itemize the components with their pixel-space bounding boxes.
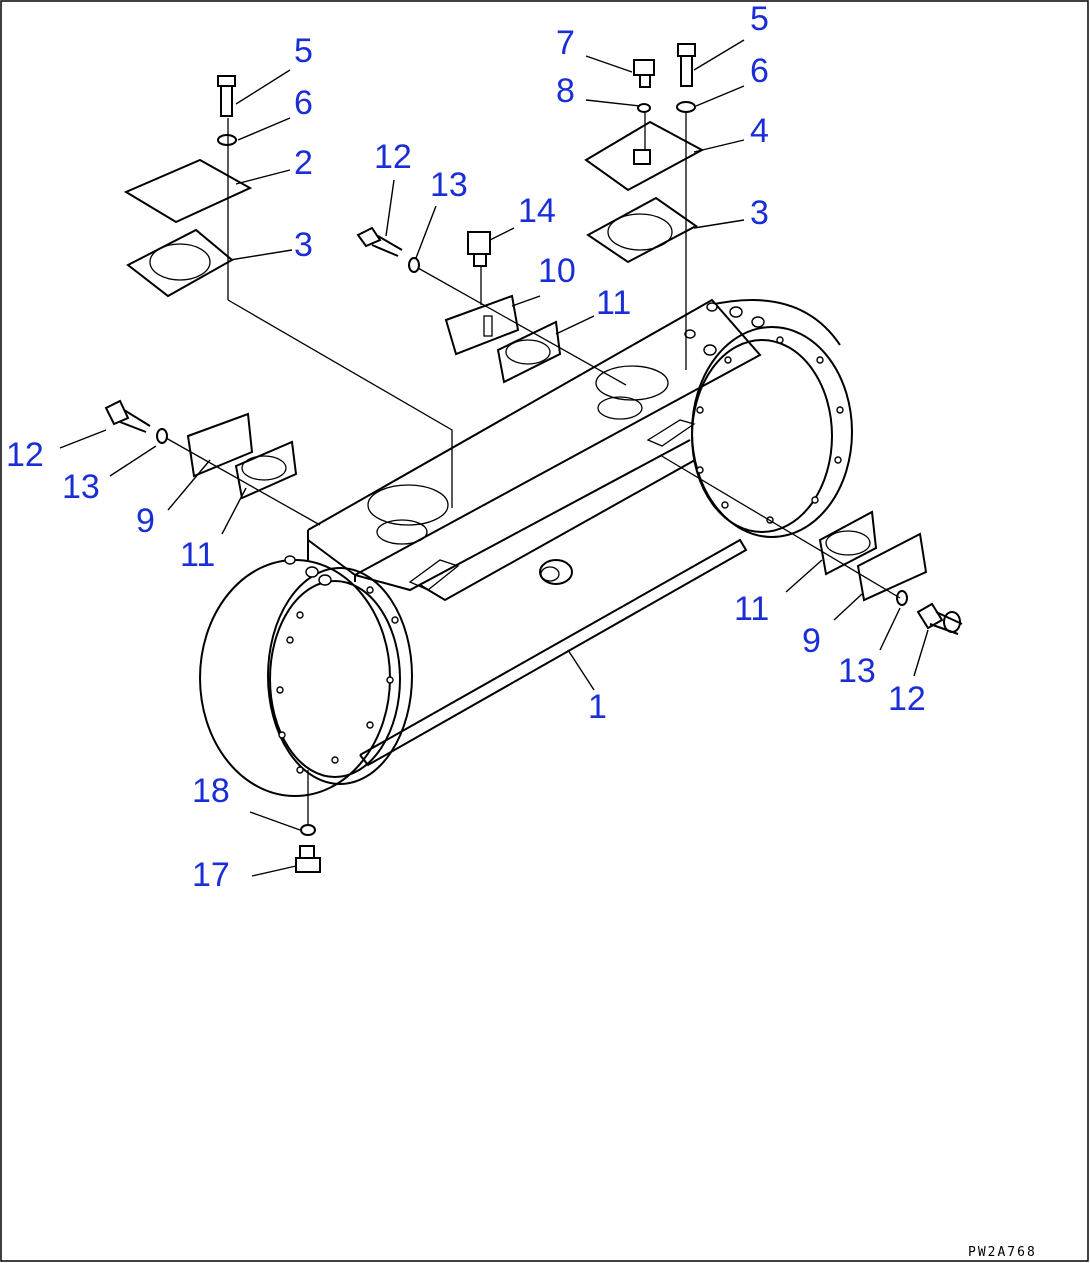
callout-12-top: 12 xyxy=(374,138,412,176)
callout-17: 17 xyxy=(192,856,230,894)
callout-10: 10 xyxy=(538,252,576,290)
right-top-group xyxy=(584,43,705,370)
callout-9-left: 9 xyxy=(136,502,155,540)
callout-12-left: 12 xyxy=(6,436,44,474)
callout-5-left: 5 xyxy=(294,32,313,70)
callout-1: 1 xyxy=(588,688,607,726)
callout-13-left: 13 xyxy=(62,468,100,506)
callout-2: 2 xyxy=(294,144,313,182)
leader-lines xyxy=(59,39,929,877)
callout-7: 7 xyxy=(556,24,575,62)
callout-11-top: 11 xyxy=(596,284,631,322)
callout-13-top: 13 xyxy=(430,166,468,204)
callout-18: 18 xyxy=(192,772,230,810)
case-housing xyxy=(199,298,853,797)
callout-3-right: 3 xyxy=(750,194,769,232)
callout-9-right: 9 xyxy=(802,622,821,660)
center-top-group xyxy=(356,226,627,386)
callout-6-right: 6 xyxy=(750,52,769,90)
left-side-group xyxy=(104,399,321,526)
callout-4: 4 xyxy=(750,112,769,150)
callout-3-left: 3 xyxy=(294,226,313,264)
drawing-code: PW2A768 xyxy=(968,1245,1037,1260)
callout-12-right: 12 xyxy=(888,680,926,718)
right-side-group xyxy=(659,454,963,635)
callout-14: 14 xyxy=(518,192,556,230)
callout-labels: 5 6 2 3 12 13 14 10 11 7 5 8 6 4 3 12 13… xyxy=(6,0,926,894)
callout-11-left: 11 xyxy=(180,536,215,574)
drain-plug-group xyxy=(295,770,321,873)
callout-11-right: 11 xyxy=(734,590,769,628)
callout-6-left: 6 xyxy=(294,84,313,122)
callout-5-right: 5 xyxy=(750,0,769,38)
callout-8: 8 xyxy=(556,72,575,110)
callout-13-right: 13 xyxy=(838,652,876,690)
